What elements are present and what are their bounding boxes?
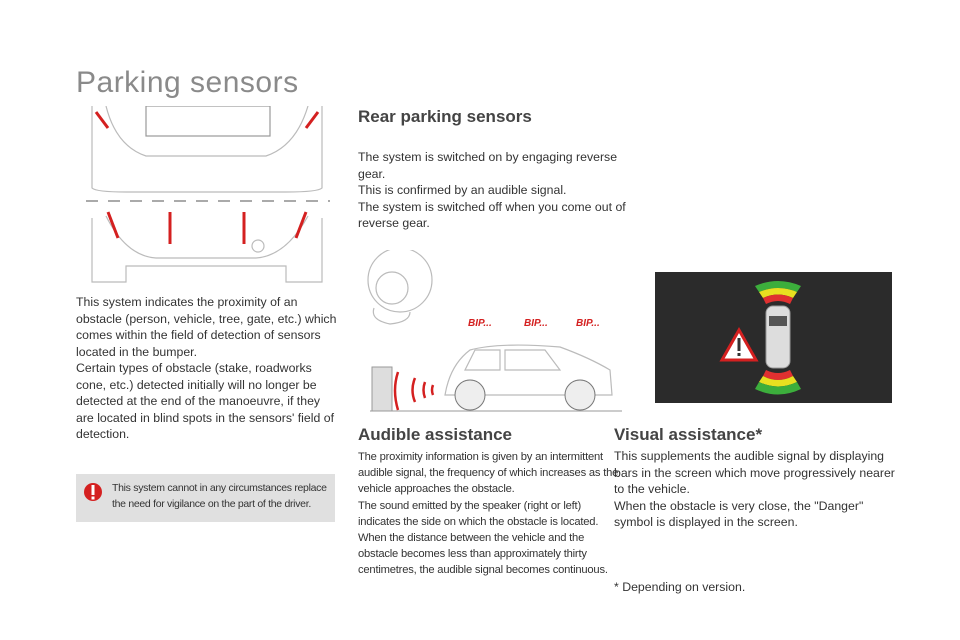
page-title: Parking sensors (76, 66, 299, 99)
rear-sensor-bars (755, 370, 801, 395)
bip-label: BIP... (524, 318, 548, 329)
audible-heading: Audible assistance (358, 425, 513, 444)
audible-illustration: BIP... BIP... BIP... (367, 250, 622, 412)
rear-line: This is confirmed by an audible signal. (358, 183, 567, 197)
front-sensor-bars (755, 281, 801, 304)
warning-note: This system cannot in any circumstances … (76, 474, 335, 522)
audible-line: The sound emitted by the speaker (right … (358, 499, 599, 528)
left-paragraph: This system indicates the proximity of a… (76, 295, 337, 359)
footnote: * Depending on version. (614, 580, 746, 594)
audible-line: When the distance between the vehicle an… (358, 532, 608, 577)
visual-line: When the obstacle is very close, the "Da… (614, 498, 864, 530)
rear-line: The system is switched off when you come… (358, 199, 626, 231)
left-paragraph: Certain types of obstacle (stake, roadwo… (76, 361, 335, 441)
car-top-view (765, 305, 791, 369)
bip-label: BIP... (576, 318, 600, 329)
bip-label: BIP... (468, 318, 492, 329)
rear-heading: Rear parking sensors (358, 107, 532, 126)
audible-line: The proximity information is given by an… (358, 451, 619, 496)
visual-line: This supplements the audible signal by d… (614, 449, 895, 496)
visual-heading: Visual assistance* (614, 425, 763, 444)
danger-icon (719, 326, 759, 362)
warning-text: This system cannot in any circumstances … (112, 482, 327, 510)
rear-line: The system is switched on by engaging re… (358, 150, 618, 181)
warning-icon (84, 483, 102, 501)
parking-screen (655, 272, 892, 403)
bumper-sensors-illustration (86, 106, 330, 283)
